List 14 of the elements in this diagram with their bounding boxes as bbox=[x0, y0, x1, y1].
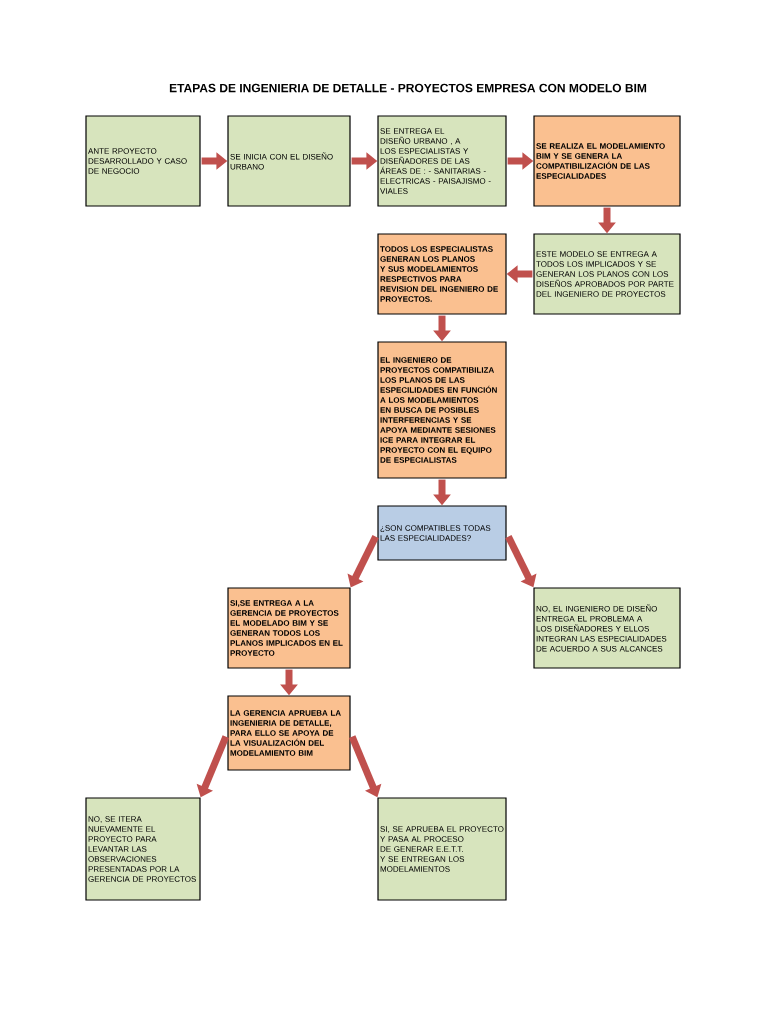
process-box: SE REALIZA EL MODELAMIENTO BIM Y SE GENERA LA COMPATIBILIZACIÓN DE LAS ESPECIALIDADES bbox=[533, 115, 681, 207]
process-box: LA GERENCIA APRUEBA LA INGENIERIA DE DETALLE, PARA ELLO SE APOYA DE LA VISUALIZACIÓN DEL MODELAMIENTO BIM bbox=[227, 695, 351, 771]
process-box: SI, SE APRUEBA EL PROYECTO Y PASA AL PROCESO DE GENERAR E.E.T.T. Y SE ENTREGAN LOS MODELAMIENTOS bbox=[377, 797, 507, 901]
process-box: SI,SE ENTREGA A LA GERENCIA DE PROYECTOS EL MODELADO BIM Y SE GENERAN TODOS LOS PLANOS IMPLICADOS EN EL PROYECTO bbox=[227, 587, 351, 669]
process-box: ¿SON COMPATIBLES TODAS LAS ESPECIALIDADES? bbox=[377, 505, 507, 561]
process-box: ESTE MODELO SE ENTREGA A TODOS LOS IMPLICADOS Y SE GENERAN LOS PLANOS CON LOS DISEÑOS APROBADOS POR PARTE DEL INGENIERO DE PROYECTOS bbox=[533, 233, 681, 315]
process-box: SE ENTREGA EL DISEÑO URBANO , A LOS ESPECIALISTAS Y DISEÑADORES DE LAS ÁREAS DE : - SANITARIAS - ELECTRICAS - PAISAJISMO - VIALES bbox=[377, 115, 507, 207]
title: ETAPAS DE INGENIERIA DE DETALLE - PROYECTOS EMPRESA CON MODELO BIM bbox=[169, 83, 647, 93]
process-box: TODOS LOS ESPECIALISTAS GENERAN LOS PLANOS Y SUS MODELAMIENTOS RESPECTIVOS PARA REVISION DEL INGENIERO DE PROYECTOS. bbox=[377, 233, 507, 315]
process-box: NO, SE ITERA NUEVAMENTE EL PROYECTO PARA LEVANTAR LAS OBSERVACIONES PRESENTADAS POR LA GERENCIA DE PROYECTOS bbox=[85, 797, 201, 901]
process-box: SE INICIA CON EL DISEÑO URBANO bbox=[227, 115, 351, 207]
process-box: NO, EL INGENIERO DE DISEÑO ENTREGA EL PROBLEMA A LOS DISEÑADORES Y ELLOS INTEGRAN LAS ESPECIALIDADES DE ACUERDO A SUS ALCANCES bbox=[533, 587, 681, 669]
process-box: EL INGENIERO DE PROYECTOS COMPATIBILIZA LOS PLANOS DE LAS ESPECILIDADES EN FUNCIÓN A LOS MODELAMIENTOS EN BUSCA DE POSIBLES INTERFERENCIAS Y SE APOYA MEDIANTE SESIONES ICE PARA INTEGRAR EL PROYECTO CON EL EQUIPO DE ESPECIALISTAS bbox=[377, 341, 507, 479]
process-box: ANTE RPOYECTO DESARROLLADO Y CASO DE NEGOCIO bbox=[85, 115, 201, 207]
